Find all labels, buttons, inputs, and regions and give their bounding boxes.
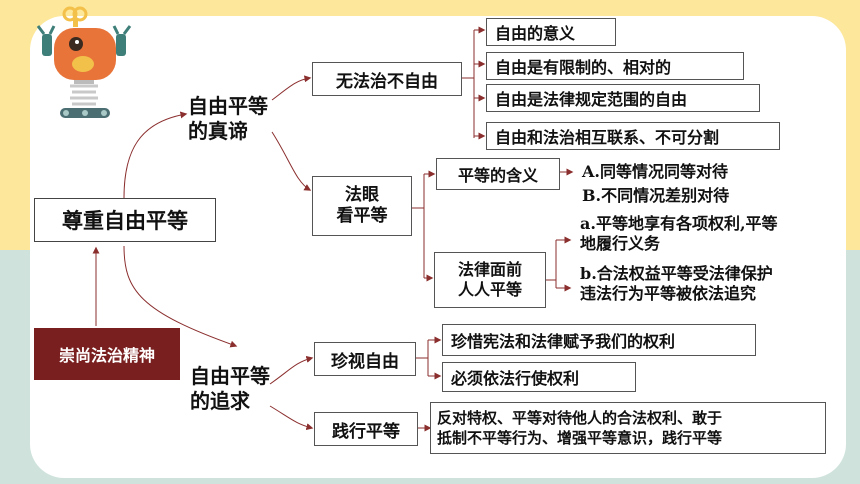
cherish-item: 必须依法行使权利: [442, 362, 636, 392]
equal-before-law-item: a.平等地享有各项权利,平等 地履行义务: [580, 214, 778, 253]
node-cherish-freedom: 珍视自由: [314, 342, 416, 376]
branch-pursuit-label: 自由平等 的追求: [190, 364, 270, 413]
no-law-item: 自由和法治相互联系、不可分割: [486, 122, 780, 150]
root-node: 尊重自由平等: [34, 198, 216, 242]
node-law-eye-equality: 法眼 看平等: [312, 176, 412, 236]
no-law-item: 自由是法律规定范围的自由: [486, 84, 760, 112]
side-label-node: 崇尚法治精神: [34, 328, 180, 380]
branch-truth-label: 自由平等 的真谛: [188, 94, 268, 143]
node-no-law-no-freedom: 无法治不自由: [312, 62, 462, 96]
no-law-item: 自由的意义: [486, 18, 616, 46]
node-practice-equality: 践行平等: [314, 412, 418, 446]
equality-meaning-item: A.同等情况同等对待: [582, 162, 728, 181]
equal-before-law-item: b.合法权益平等受法律保护 违法行为平等被依法追究: [580, 264, 773, 303]
node-equality-meaning: 平等的含义: [436, 158, 560, 190]
node-equal-before-law: 法律面前 人人平等: [434, 252, 546, 308]
robot-mascot-icon: [36, 6, 132, 118]
practice-equality-text: 反对特权、平等对待他人的合法权利、敢于 抵制不平等行为、增强平等意识，践行平等: [430, 402, 826, 454]
equality-meaning-item: B.不同情况差别对待: [582, 186, 730, 205]
no-law-item: 自由是有限制的、相对的: [486, 52, 744, 80]
cherish-item: 珍惜宪法和法律赋予我们的权利: [442, 324, 756, 356]
